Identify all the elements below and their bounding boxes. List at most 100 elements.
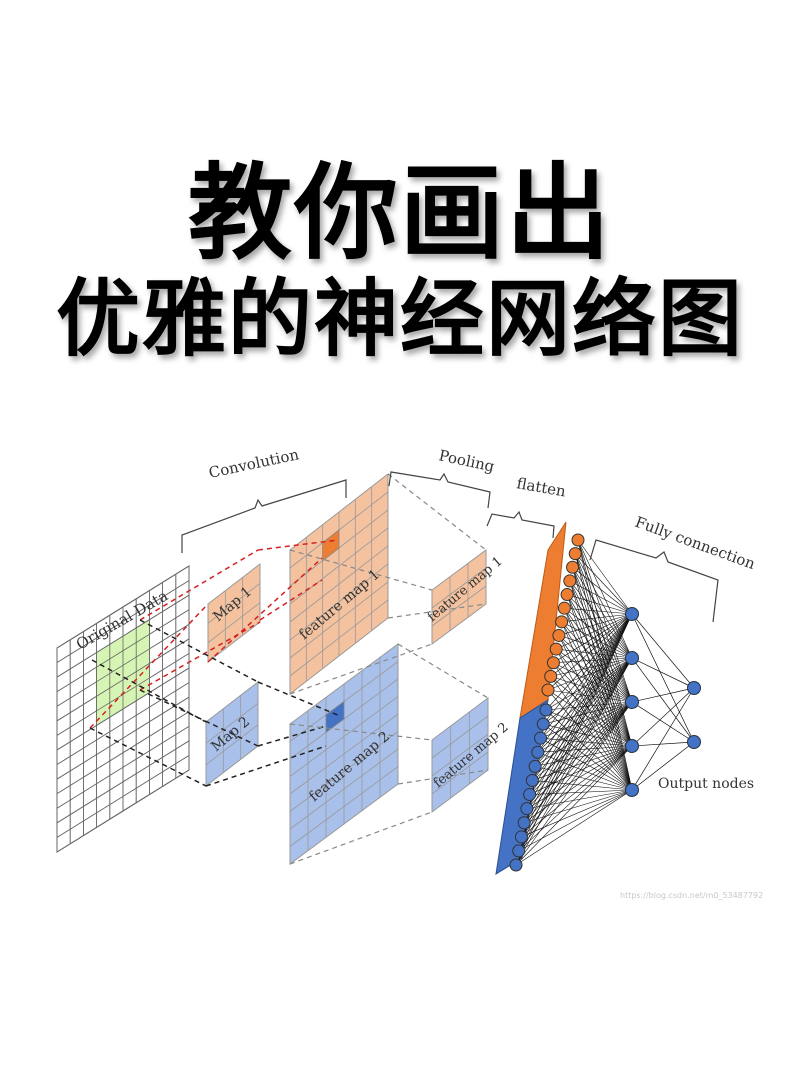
- fc-connection: [631, 741, 695, 747]
- pooled-map1-grid-row-line: [431, 585, 487, 627]
- fc-connection: [540, 701, 633, 739]
- fc-connection: [540, 737, 633, 747]
- flatten-node-orange: [555, 615, 569, 629]
- fc-connection: [553, 662, 633, 703]
- conn-orig-map1-a: [139, 549, 259, 621]
- fc-connection: [526, 613, 633, 809]
- feature-map2-grid: [289, 643, 399, 865]
- pooled-map2-grid: [431, 697, 489, 813]
- fc-connection: [529, 613, 633, 795]
- conn-fm1-pool1-a: [387, 473, 487, 551]
- conn-orig-map2-d: [91, 659, 207, 723]
- conn-orig-map1-b: [89, 603, 209, 729]
- flatten-node-orange: [571, 533, 585, 547]
- fc-connection: [543, 723, 633, 791]
- feature-map2-grid-row-line: [289, 748, 399, 830]
- hidden-node: [625, 607, 639, 621]
- fc-connection: [558, 635, 633, 703]
- fc-connection: [572, 567, 633, 615]
- conn-map1-fm1-c: [207, 557, 323, 663]
- fc-connection: [550, 657, 633, 677]
- flatten-node-orange: [541, 683, 555, 697]
- label-convolution: Convolution: [207, 445, 301, 482]
- conn-fm1-pool1-d: [289, 549, 433, 591]
- fc-connection: [564, 607, 633, 615]
- fc-connection: [631, 613, 695, 689]
- map1-grid-row-line: [207, 602, 261, 643]
- fc-connection: [547, 613, 633, 691]
- original-data-grid-lines-row-line: [56, 580, 190, 663]
- fc-connection: [524, 789, 633, 824]
- conn-orig-map1-c: [139, 621, 261, 691]
- flatten-node-blue: [525, 773, 539, 787]
- flatten-node-orange: [568, 547, 582, 561]
- flatten-node-orange: [549, 642, 563, 656]
- flatten-node-blue: [536, 717, 550, 731]
- fc-connection: [631, 701, 695, 743]
- fc-connection: [556, 648, 633, 703]
- fc-connection: [566, 594, 633, 791]
- flatten-node-orange: [546, 656, 560, 670]
- conn-fm2-pool2-d: [289, 723, 433, 741]
- flatten-node-orange: [544, 669, 558, 683]
- fc-connection: [537, 745, 633, 753]
- fc-connection: [532, 780, 633, 791]
- fc-connection: [532, 613, 633, 781]
- flatten-strip-blue: [495, 698, 549, 875]
- fc-connection: [521, 789, 633, 838]
- flatten-node-blue: [528, 759, 542, 773]
- fc-connection: [561, 613, 633, 623]
- fc-connection: [569, 580, 633, 659]
- original-data-grid-lines-row-line: [56, 682, 190, 765]
- pooled-map2-grid-row-line: [431, 751, 489, 795]
- hidden-node: [625, 739, 639, 753]
- fc-connection: [540, 737, 633, 791]
- fc-connection: [515, 613, 633, 866]
- fc-connection: [523, 613, 633, 823]
- pooled-map1-grid-row-line: [431, 567, 487, 609]
- fc-connection: [543, 723, 633, 747]
- output-node: [687, 735, 701, 749]
- label-output-nodes: Output nodes: [658, 776, 754, 792]
- original-data-grid-lines-row-line: [56, 638, 190, 722]
- fc-connection: [526, 745, 633, 809]
- fc-connection: [569, 580, 633, 615]
- fc-connection: [537, 701, 633, 753]
- label-pooling: Pooling: [437, 446, 496, 475]
- feature-map1-active-cell: [322, 529, 340, 562]
- fc-connection: [567, 594, 633, 615]
- flatten-node-orange: [566, 560, 580, 574]
- original-data-grid-lines-row-line: [56, 725, 190, 809]
- label-fully-connection: Fully connection: [633, 513, 758, 573]
- conn-map2-fm2-b: [257, 725, 327, 747]
- feature-map2-grid-row-line: [289, 731, 399, 812]
- feature-map1-grid-row-line: [289, 599, 389, 677]
- fc-connection: [543, 701, 633, 725]
- fc-connection: [631, 613, 695, 743]
- feature-map1-grid: [289, 472, 389, 696]
- fc-connection: [564, 607, 633, 659]
- map2-grid-row-line: [205, 724, 259, 765]
- pooled-map2-grid-row-line: [431, 733, 489, 777]
- flatten-node-blue: [520, 802, 534, 816]
- fc-connection: [518, 789, 633, 852]
- fc-connection: [550, 676, 633, 747]
- conn-orig-map2-b: [89, 727, 207, 787]
- convolution-bracket: [181, 479, 347, 553]
- flatten-node-blue: [512, 844, 526, 858]
- fc-connection: [521, 613, 633, 837]
- map1-grid-row-line: [207, 583, 261, 624]
- flatten-node-blue: [531, 745, 545, 759]
- fc-connection: [564, 608, 633, 703]
- fc-connection: [515, 657, 633, 866]
- fc-connection: [572, 567, 633, 703]
- fc-connection: [631, 657, 695, 689]
- fc-connection: [574, 553, 633, 703]
- flatten-node-orange: [552, 628, 566, 642]
- flatten-node-blue: [509, 858, 523, 872]
- fc-connection: [575, 553, 633, 615]
- fc-connection: [631, 687, 695, 747]
- pooled-map2-grid-row-line: [431, 715, 489, 759]
- fc-connection: [558, 613, 633, 636]
- title-line-2: 优雅的神经网络图: [55, 270, 744, 368]
